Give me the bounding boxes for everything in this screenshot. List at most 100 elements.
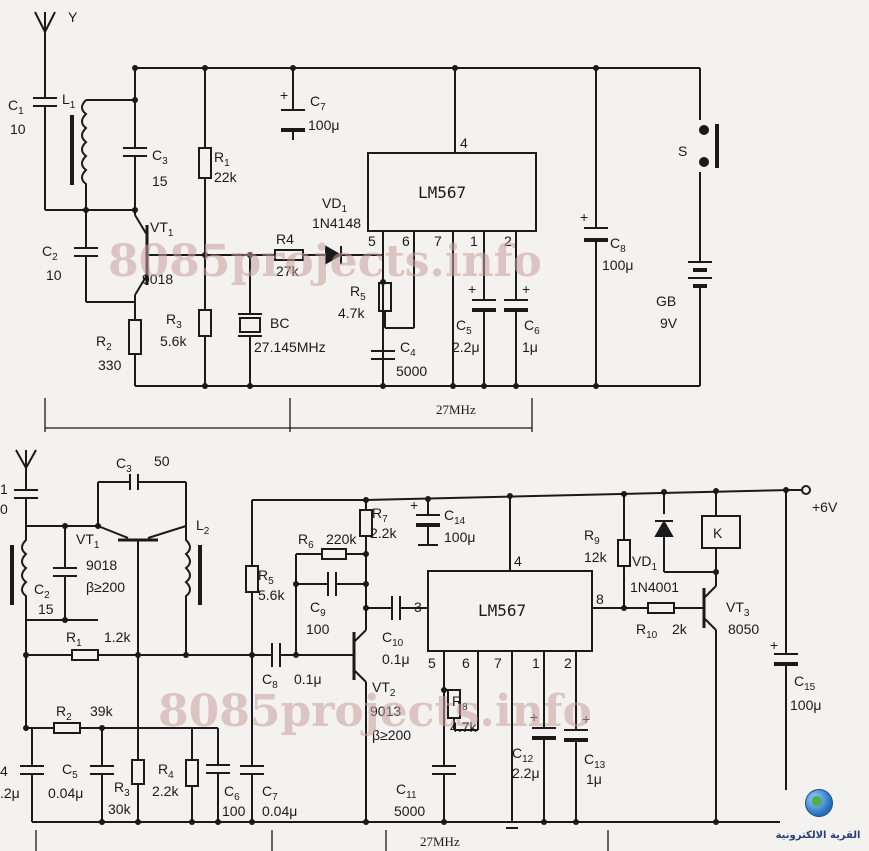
c3-value: 15 <box>152 173 168 189</box>
pin-8-bottom: 8 <box>596 591 604 607</box>
c1-value: 10 <box>10 121 26 137</box>
r2-name: R2 <box>96 333 112 353</box>
b-c13-name: C13 <box>584 751 606 771</box>
b-r5-name: R5 <box>258 567 274 587</box>
c6-name: C6 <box>524 317 540 337</box>
logo-text: القرية الالكترونية <box>775 830 861 841</box>
b-r10-value: 2k <box>672 621 688 637</box>
r1-name: R1 <box>214 149 230 169</box>
b-c12-plus: + <box>530 709 538 725</box>
relay-label: K <box>713 525 723 541</box>
c7-plus: + <box>280 87 288 103</box>
b-c1-value: 0 <box>0 501 8 517</box>
b-r5-value: 5.6k <box>258 587 285 603</box>
pin-1-top: 1 <box>470 233 478 249</box>
pin-6-bottom: 6 <box>462 655 470 671</box>
vd1-value: 1N4148 <box>312 215 361 231</box>
b-c7-name: C7 <box>262 783 278 803</box>
c4-value: 5000 <box>396 363 427 379</box>
pin-6-top: 6 <box>402 233 410 249</box>
b-c4-name: 4 <box>0 763 8 779</box>
r3-name: R3 <box>166 311 182 331</box>
watermark-top: 8085projects.info <box>108 236 542 287</box>
b-c3-value: 50 <box>154 453 170 469</box>
b-c5-value: 0.04μ <box>48 785 83 801</box>
b-r4-value: 2.2k <box>152 783 179 799</box>
b-c1-name: 1 <box>0 481 8 497</box>
pin-7-top: 7 <box>434 233 442 249</box>
b-r4-name: R4 <box>158 761 174 781</box>
ic-lm567-bottom: LM567 <box>478 601 526 620</box>
switch-label: S <box>678 143 687 159</box>
b-c6-name: C6 <box>224 783 240 803</box>
b-c4-value: .2μ <box>0 785 20 801</box>
antenna-label: Y <box>68 9 78 25</box>
bc-name: BC <box>270 315 289 331</box>
b-c11-name: C11 <box>396 781 417 801</box>
globe-icon <box>805 789 833 817</box>
b-c12-value: 2.2μ <box>512 765 540 781</box>
pin-4-top: 4 <box>460 135 468 151</box>
c5-plus: + <box>468 281 476 297</box>
b-c5-name: C5 <box>62 761 78 781</box>
b-r2-name: R2 <box>56 703 72 723</box>
c6-value: 1μ <box>522 339 538 355</box>
c1-name: C1 <box>8 97 24 117</box>
b-r9-value: 12k <box>584 549 608 565</box>
b-c9-name: C9 <box>310 599 326 619</box>
b-vt1-beta: β≥200 <box>86 579 125 595</box>
pin-4-bottom: 4 <box>514 553 522 569</box>
c4-name: C4 <box>400 339 416 359</box>
pin-2-top: 2 <box>504 233 512 249</box>
site-logo: القرية الالكترونية <box>775 787 861 843</box>
b-vt3-value: 8050 <box>728 621 759 637</box>
pin-1-bottom: 1 <box>532 655 540 671</box>
pin-7-bottom: 7 <box>494 655 502 671</box>
b-vt1-name: VT1 <box>76 531 100 551</box>
b-r8-name: R8 <box>452 693 468 713</box>
b-vt2-value: 9013 <box>370 703 401 719</box>
b-vd1-value: 1N4001 <box>630 579 679 595</box>
watermark-bottom: 8085projects.info <box>158 686 592 737</box>
b-c14-plus: + <box>410 497 418 513</box>
b-r3-name: R3 <box>114 779 130 799</box>
b-r6-value: 220k <box>326 531 357 547</box>
pin-3-bottom: 3 <box>414 599 422 615</box>
pin-2-bottom: 2 <box>564 655 572 671</box>
b-r1-name: R1 <box>66 629 82 649</box>
b-c10-name: C10 <box>382 629 404 649</box>
b-r1-value: 1.2k <box>104 629 131 645</box>
b-r3-value: 30k <box>108 801 132 817</box>
b-c8-name: C8 <box>262 671 278 691</box>
b-vt1-value: 9018 <box>86 557 117 573</box>
c8-value: 100μ <box>602 257 633 273</box>
b-c3-name: C3 <box>116 455 132 475</box>
b-c6-value: 100 <box>222 803 246 819</box>
pin-5-bottom: 5 <box>428 655 436 671</box>
bc-value: 27.145MHz <box>254 339 326 355</box>
b-vd1-name: VD1 <box>632 553 657 573</box>
r2-value: 330 <box>98 357 122 373</box>
supply-label: +6V <box>812 499 838 515</box>
r1-value: 22k <box>214 169 238 185</box>
b-r9-name: R9 <box>584 527 600 547</box>
b-c2-name: C2 <box>34 581 50 601</box>
c2-name: C2 <box>42 243 58 263</box>
b-c9-value: 100 <box>306 621 330 637</box>
c5-value: 2.2μ <box>452 339 480 355</box>
b-vt3-name: VT3 <box>726 599 750 619</box>
b-r2-value: 39k <box>90 703 114 719</box>
r5-name: R5 <box>350 283 366 303</box>
b-r7-value: 2.2k <box>370 525 397 541</box>
c7-value: 100μ <box>308 117 339 133</box>
r4-name: R4 <box>276 231 294 247</box>
c6-plus: + <box>522 281 530 297</box>
b-c13-plus: + <box>582 711 590 727</box>
pin-5-top: 5 <box>368 233 376 249</box>
r4-value: 27k <box>276 263 300 279</box>
b-c12-name: C12 <box>512 745 534 765</box>
b-c15-plus: + <box>770 637 778 653</box>
freq-bottom: 27MHz <box>420 834 460 849</box>
junction-dots <box>23 65 789 825</box>
